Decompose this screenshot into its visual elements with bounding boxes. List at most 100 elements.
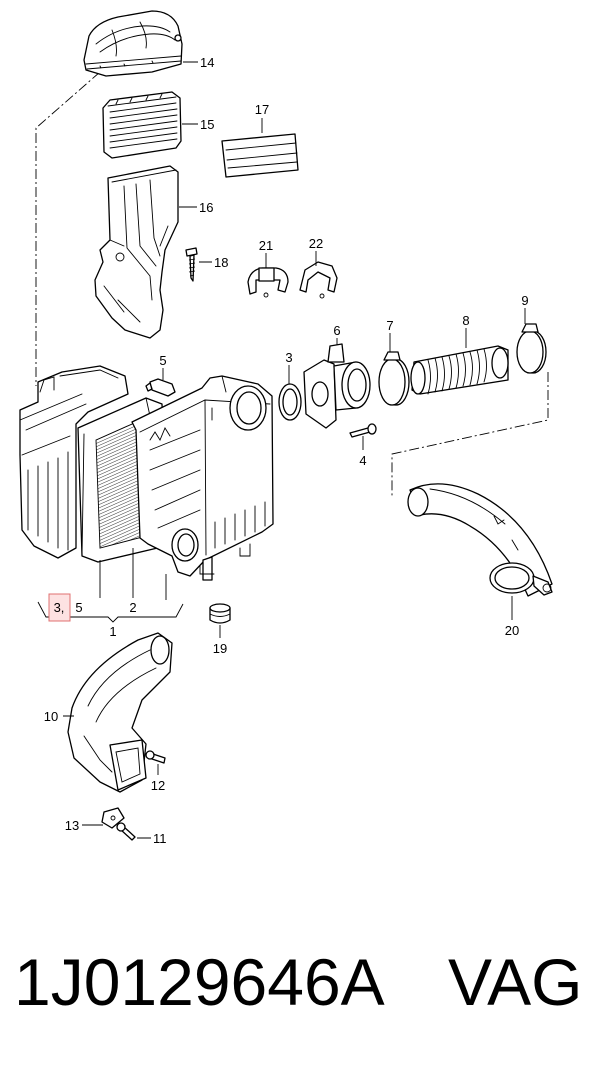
- callout-15: 15: [200, 117, 214, 132]
- part-1-outline: [19, 365, 129, 559]
- part-15-grille: [102, 91, 182, 159]
- part-22-hole: [319, 293, 325, 299]
- callout-22: 22: [309, 236, 323, 251]
- part-4-head: [367, 423, 377, 435]
- callout-5-set: 5: [75, 600, 82, 615]
- part-17-details: [225, 142, 298, 169]
- part-20-bolt: [532, 575, 553, 596]
- part-6-air-mass-meter: [303, 343, 371, 429]
- callout-14: 14: [200, 55, 214, 70]
- part-18-threads: [188, 258, 196, 277]
- assembly-line-right: [391, 372, 549, 496]
- part-15-slats: [107, 93, 178, 149]
- part-12-head: [145, 750, 155, 760]
- part-4-shaft: [349, 427, 371, 438]
- upper-housing-inlet-inner: [236, 391, 262, 425]
- callout-21: 21: [259, 238, 273, 253]
- upper-housing-base: [199, 543, 251, 575]
- callout-12: 12: [151, 778, 165, 793]
- callout-18: 18: [214, 255, 228, 270]
- part-20-bolt-head: [542, 583, 552, 593]
- part-number: 1J0129646A: [14, 945, 385, 1019]
- part-8-intake-hose: [410, 345, 509, 395]
- part-16-emblem: [115, 252, 125, 262]
- callout-8: 8: [462, 313, 469, 328]
- callout-1: 1: [109, 624, 116, 639]
- part-20-end: [407, 487, 429, 517]
- upper-housing-outlet-inner: [177, 533, 195, 557]
- part-10-opening: [150, 635, 170, 665]
- callout-9: 9: [521, 293, 528, 308]
- part-14-details: [85, 21, 182, 70]
- highlight-box: [48, 593, 71, 622]
- part-6-connector: [327, 343, 345, 363]
- part-1-details: [19, 369, 119, 551]
- assembly-line-left: [35, 71, 101, 386]
- part-3-o-ring: [278, 383, 302, 421]
- callout-2: 2: [129, 600, 136, 615]
- callout-7: 7: [386, 318, 393, 333]
- part-upper-housing: [131, 375, 274, 581]
- part-20-details: [429, 488, 519, 551]
- part-8-end-right: [491, 347, 509, 379]
- part-9-hose-clamp: [516, 323, 547, 374]
- part-9-tab: [521, 323, 539, 333]
- callout-4: 4: [359, 453, 366, 468]
- part-10-air-duct: [67, 632, 173, 793]
- callout-5: 5: [159, 353, 166, 368]
- leader-lines: [63, 61, 526, 839]
- part-19-ring: [209, 613, 231, 617]
- part-6-flange-hole: [311, 381, 329, 407]
- callout-3-set: 3,: [54, 600, 65, 615]
- part-19-top: [209, 603, 231, 613]
- part-17-outline: [221, 133, 299, 178]
- part-18-shaft: [189, 254, 195, 282]
- callout-10: 10: [44, 709, 58, 724]
- callout-13: 13: [65, 818, 79, 833]
- part-9-band-front: [516, 330, 544, 374]
- part-20-air-pipe: [407, 483, 553, 597]
- part-18-screw: [185, 247, 198, 282]
- callout-6: 6: [333, 323, 340, 338]
- callout-3: 3: [285, 350, 292, 365]
- part-22-clip: [299, 261, 338, 299]
- part-14-intake-cover: [83, 10, 183, 77]
- callout-17: 17: [255, 102, 269, 117]
- part-1-lower-housing: [19, 365, 129, 559]
- part-10-details: [83, 649, 157, 773]
- part-21-block: [258, 267, 275, 282]
- part-5-sensor: [145, 378, 176, 397]
- part-20-clamp-inner: [494, 566, 530, 590]
- part-7-tab: [383, 351, 401, 361]
- part-16-details: [103, 169, 177, 323]
- assembly-1-bracket: [37, 601, 184, 623]
- callout-11: 11: [153, 831, 167, 846]
- part-19-grommet: [209, 603, 231, 624]
- part-13-outline: [101, 807, 125, 829]
- part-7-band-front: [378, 358, 406, 406]
- part-10-bracket-inner: [115, 747, 141, 783]
- part-21-clip: [247, 267, 289, 298]
- part-21-hole: [263, 292, 269, 298]
- part-12-screw: [145, 750, 166, 764]
- callout-19: 19: [213, 641, 227, 656]
- part-7-hose-clamp: [378, 351, 410, 406]
- part-14-fastener: [174, 34, 182, 42]
- part-11-head: [116, 822, 126, 832]
- part-18-head: [185, 247, 198, 257]
- part-13-hole: [110, 815, 116, 821]
- upper-housing-drain: [202, 556, 213, 581]
- part-22-outline: [299, 261, 338, 293]
- part-21-outline: [247, 267, 289, 295]
- part-16-outline: [94, 165, 179, 339]
- part-6-tube-inner: [347, 368, 367, 402]
- part-13-clip: [101, 807, 125, 829]
- callout-16: 16: [199, 200, 213, 215]
- part-11-screw: [116, 822, 136, 841]
- part-3-inner: [282, 388, 298, 416]
- upper-housing-ribs: [139, 375, 271, 556]
- part-8-end-left: [410, 361, 426, 395]
- part-8-ribs: [427, 348, 487, 395]
- brand-name: VAG: [448, 945, 582, 1019]
